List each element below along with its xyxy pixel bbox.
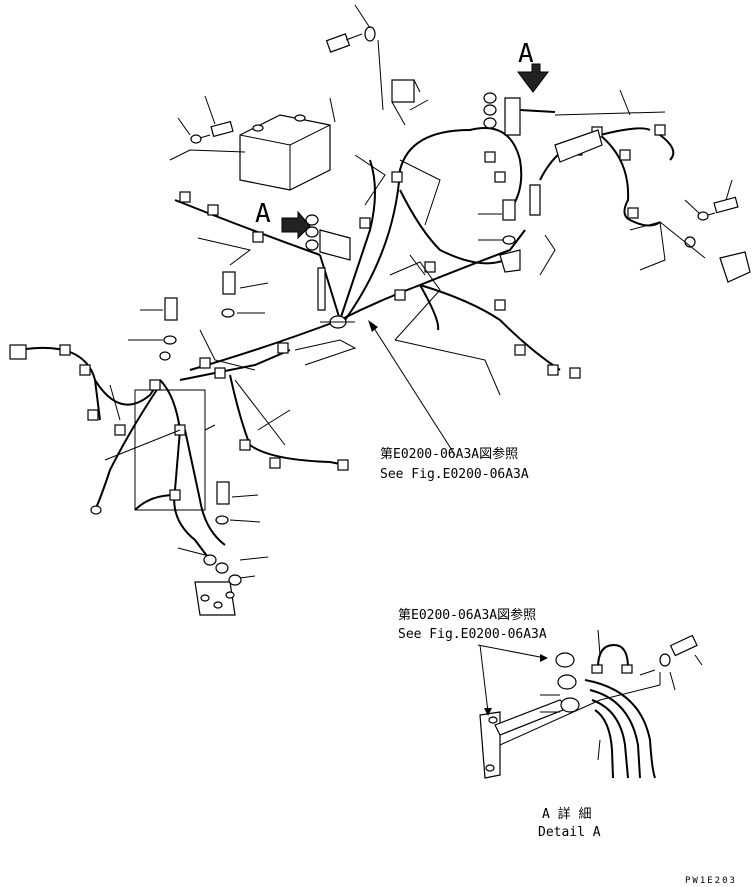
detail-a-marker: A [517,39,549,93]
upper-right-bracket [483,92,603,163]
callout-lines [169,89,666,396]
main-ref-en: See Fig.E0200-06A3A [380,467,529,482]
detail-a-drawing [477,629,703,779]
center-bracket [305,214,355,329]
detail-ref-en: See Fig.E0200-06A3A [398,627,547,642]
main-ref-jp: 第E0200-06A3A図参照 [380,446,518,462]
detail-title-jp: A 詳 細 [542,806,591,822]
detail-ref-jp: 第E0200-06A3A図参照 [398,607,536,623]
main-ref-leader [368,320,456,456]
left-callouts [104,329,291,511]
center-right-bolt [478,184,541,273]
drawing-number: PW1E203 [685,876,737,886]
left-bolts [128,271,269,525]
small-relay [391,79,429,126]
detail-title-en: Detail A [538,825,601,840]
detail-a-marker-label: A [518,39,534,69]
view-a-label: A [255,199,271,229]
harness-clips [179,124,666,379]
bottom-left-bracket [177,547,269,616]
left-harness [9,342,349,561]
right-bolt-group [659,179,751,283]
relay-bolt-group [177,95,234,144]
relay-box-group [239,97,336,191]
top-bolt-group [325,4,384,111]
view-a-arrow: A [255,199,311,240]
